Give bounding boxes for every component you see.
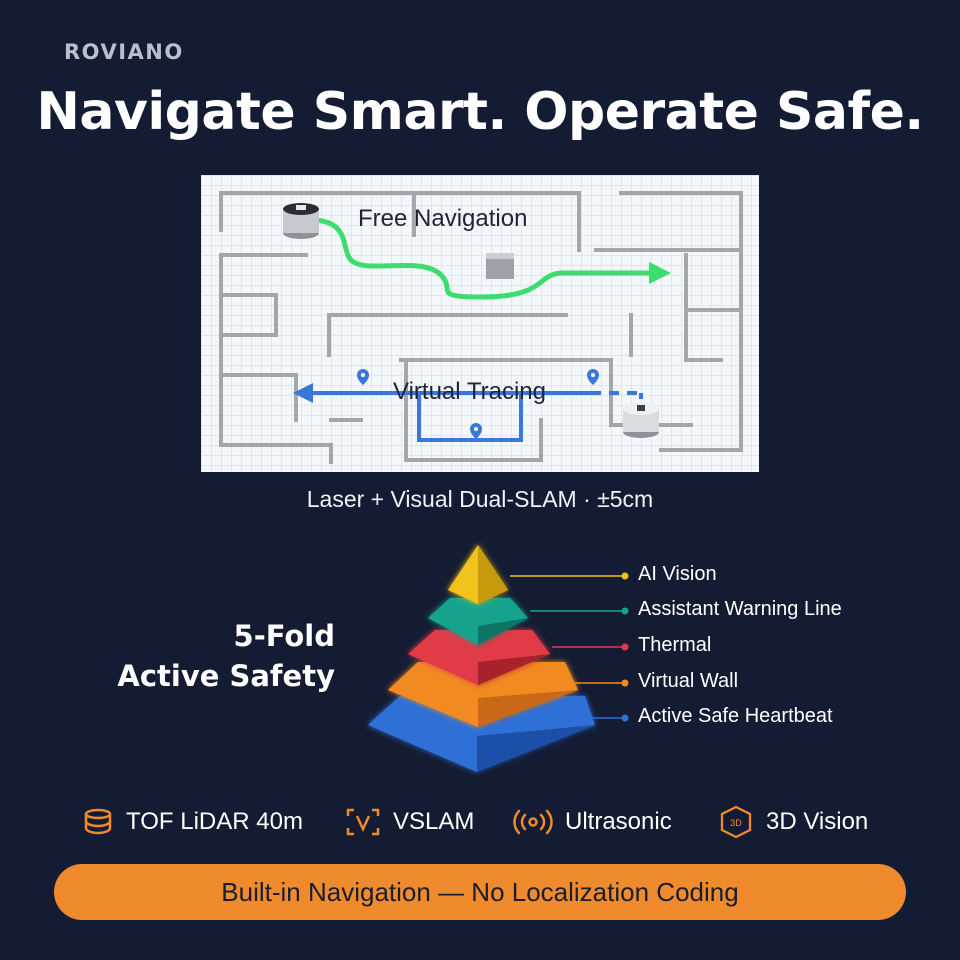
lidar-stack-icon	[84, 808, 112, 835]
sensor-label: Ultrasonic	[565, 808, 672, 835]
sensor-tof-lidar: TOF LiDAR 40m	[82, 800, 303, 844]
virtual-path-arrow	[293, 383, 313, 403]
sensor-3d-vision: 3D 3D Vision	[718, 800, 868, 844]
pyramid-layer-thermal	[408, 630, 550, 685]
virtual-tracing-path	[311, 391, 643, 442]
safety-pyramid	[368, 545, 629, 772]
sensor-label: 3D Vision	[766, 808, 869, 835]
legend-item-active-safe-heartbeat: Active Safe Heartbeat	[638, 705, 833, 727]
robot-top-left	[283, 203, 319, 239]
page-headline: Navigate Smart. Operate Safe.	[36, 82, 924, 142]
map-floorplan	[219, 191, 743, 464]
free-navigation-path	[308, 217, 671, 300]
map-walls	[219, 191, 743, 464]
pyramid-layer-active-safe-heartbeat	[368, 696, 595, 772]
brand-logo: ROVIANO	[64, 40, 184, 64]
safety-title-line2: Active Safety	[117, 659, 335, 693]
sensor-feature-row: TOF LiDAR 40m VSLAM Ultrasonic 3D 3D V	[0, 800, 960, 844]
pyramid-layer-assistant-warning-line	[428, 598, 528, 645]
sensor-ultrasonic: Ultrasonic	[513, 800, 672, 844]
waypoint-markers	[357, 369, 599, 439]
vslam-bracket-icon	[346, 808, 380, 836]
sensor-label: TOF LiDAR 40m	[126, 808, 303, 835]
sensor-vslam: VSLAM	[345, 800, 474, 844]
legend-item-virtual-wall: Virtual Wall	[638, 670, 739, 692]
safety-title-line1: 5-Fold	[233, 619, 335, 653]
pyramid-layer-virtual-wall	[388, 662, 578, 727]
robot-bottom-right	[623, 403, 659, 438]
safety-title: 5-Fold Active Safety	[117, 616, 335, 696]
legend-item-thermal: Thermal	[638, 634, 712, 656]
legend-connectors	[510, 572, 629, 722]
virtual-tracing-label: Virtual Tracing	[393, 378, 546, 405]
sensor-label: VSLAM	[393, 808, 475, 835]
legend-item-assistant-warning-line: Assistant Warning Line	[638, 598, 842, 620]
built-in-navigation-button[interactable]: Built-in Navigation — No Localization Co…	[54, 864, 906, 920]
svg-text:3D: 3D	[730, 818, 742, 828]
legend-item-ai-vision: AI Vision	[638, 563, 717, 585]
navigation-map: Free Navigation Virtual Tracing	[201, 175, 759, 472]
free-navigation-label: Free Navigation	[358, 205, 528, 232]
pyramid-layer-ai-vision	[448, 545, 508, 604]
ultrasonic-waves-icon	[513, 809, 553, 835]
slam-accuracy-caption: Laser + Visual Dual-SLAM · ±5cm	[306, 486, 654, 512]
3d-cube-icon: 3D	[720, 805, 752, 839]
